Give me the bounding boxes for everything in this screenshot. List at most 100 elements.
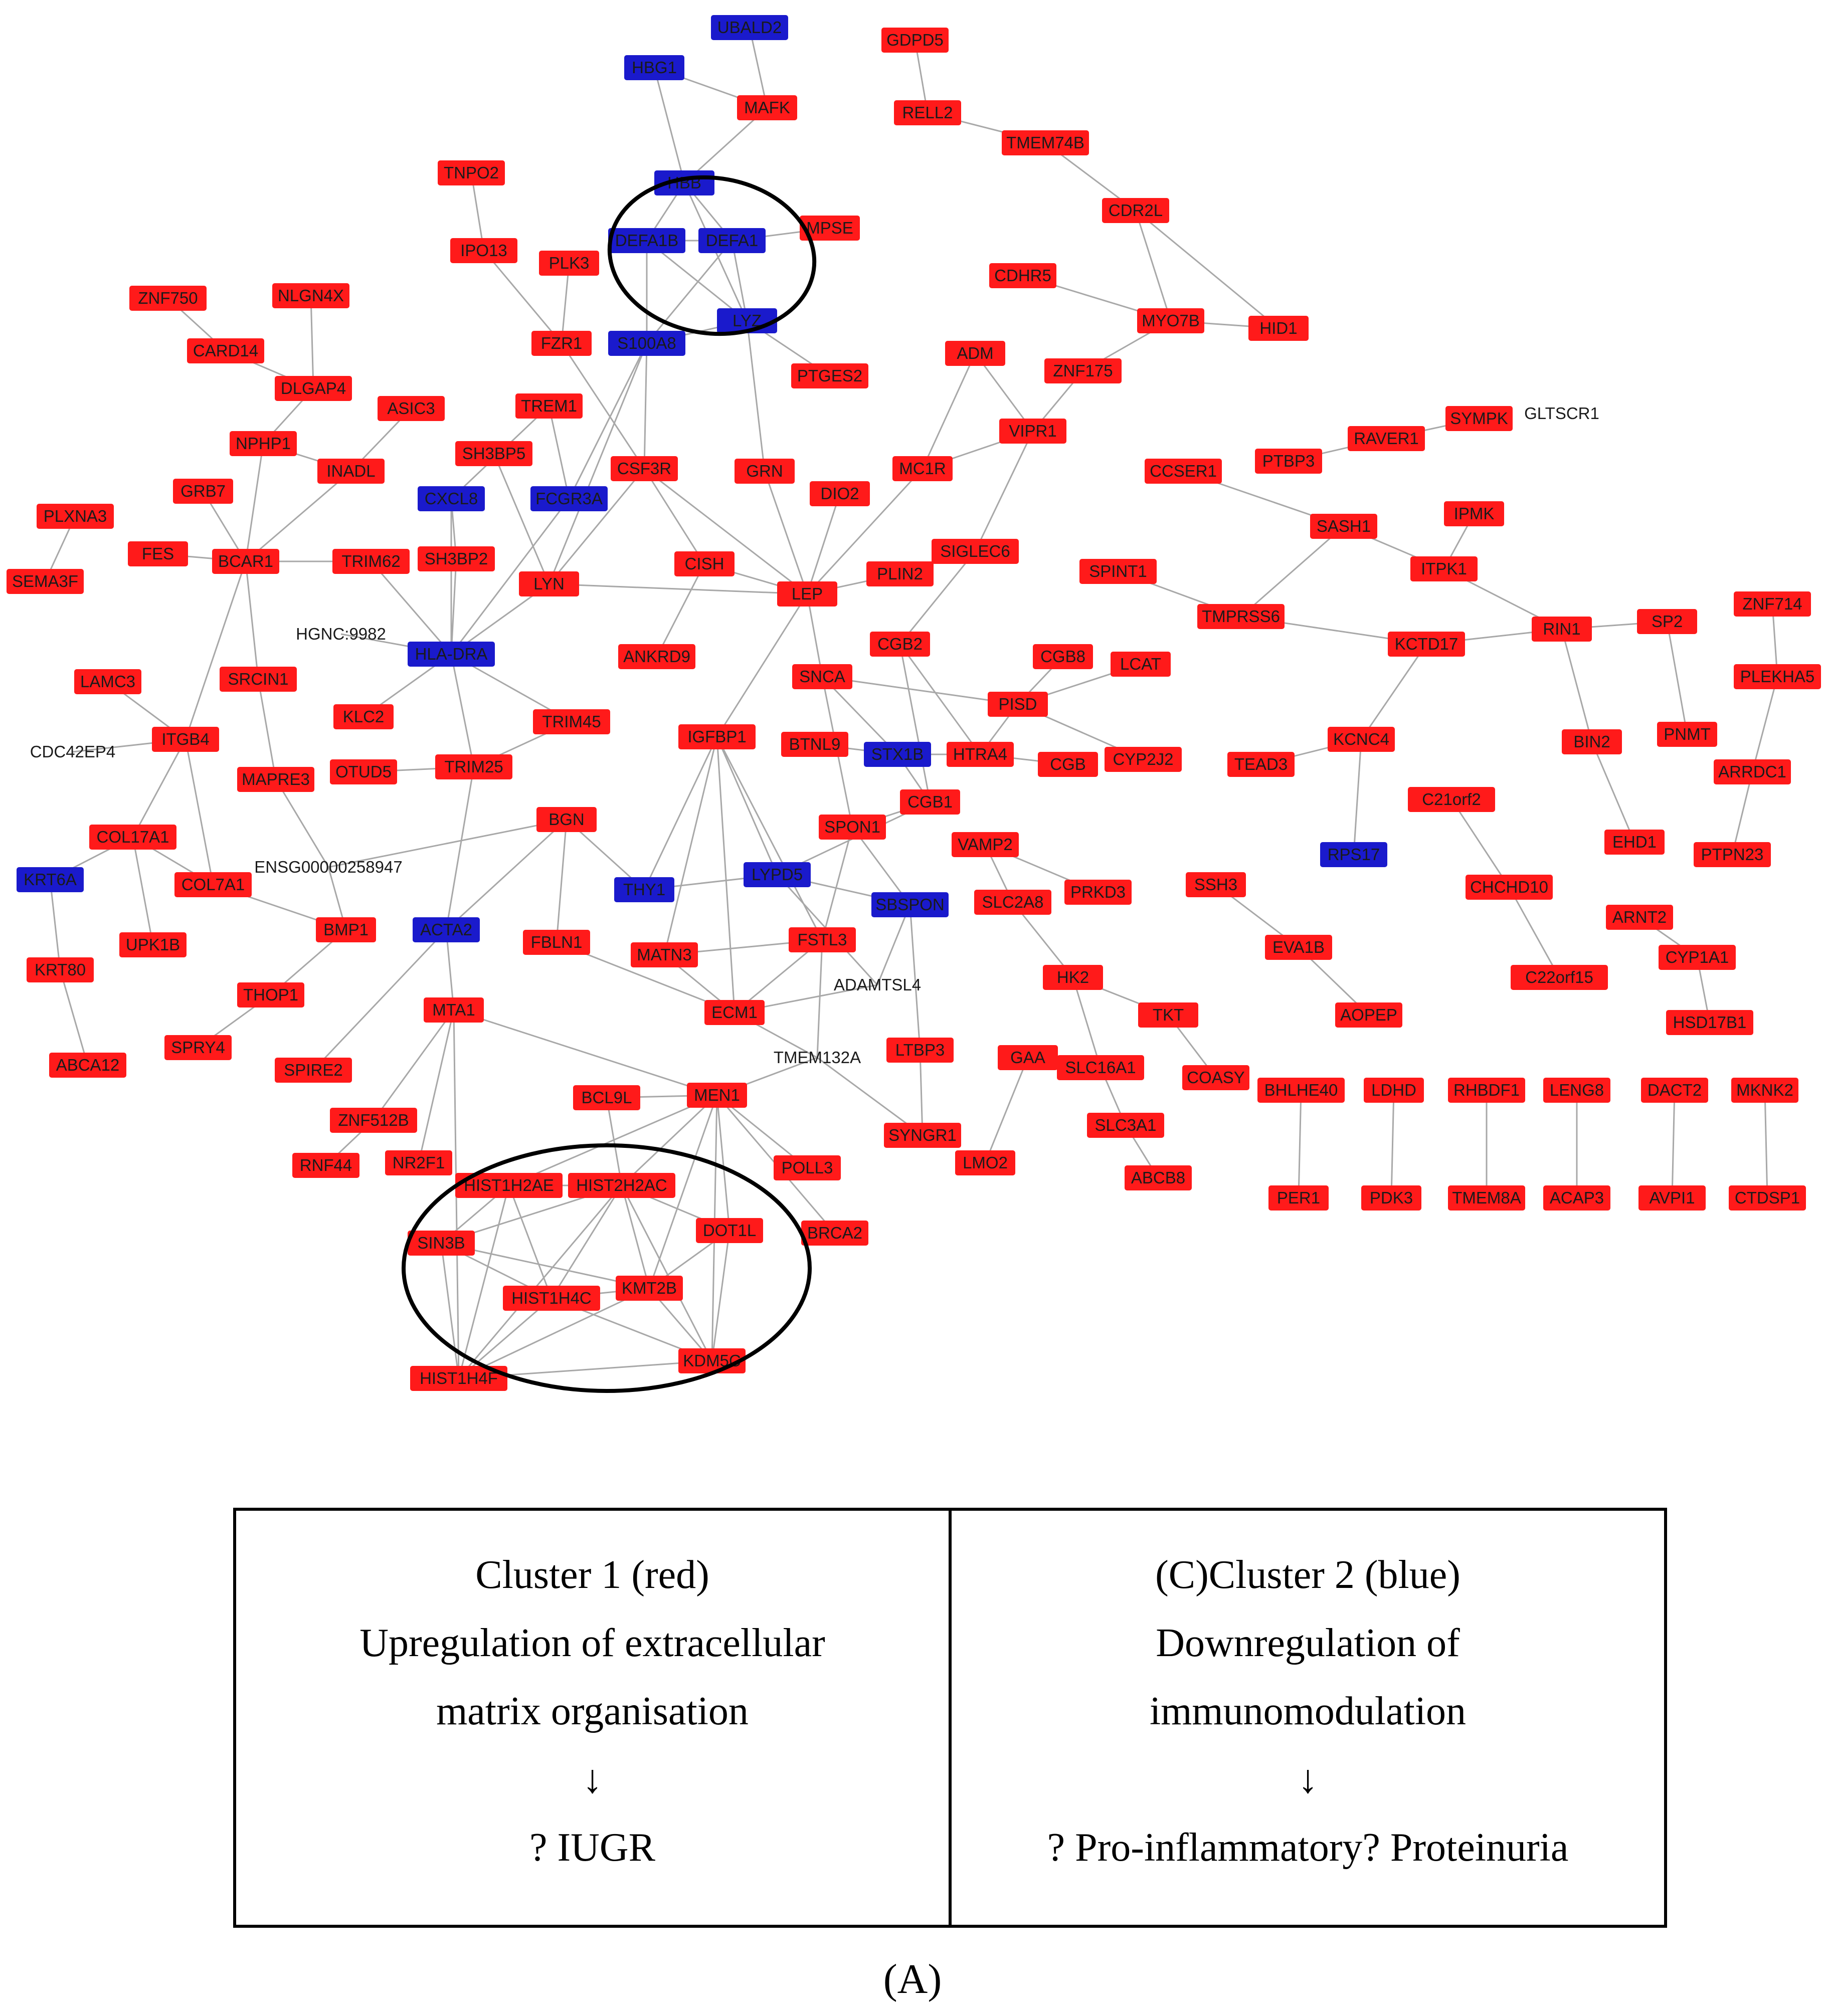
node-box [173,479,233,504]
node-box [1310,514,1377,539]
node-label: LDHD [1371,1081,1416,1099]
node-label: MTA1 [432,1000,475,1019]
node-label: C21orf2 [1422,790,1481,809]
node-per1: PER1 [1268,1185,1329,1211]
node-acap3: ACAP3 [1543,1185,1610,1211]
node-label: ADM [957,344,993,362]
node-label: CDHR5 [994,266,1051,285]
node-mta1: MTA1 [424,997,484,1023]
node-arrdc1: ARRDC1 [1714,759,1791,784]
node-box [932,539,1019,564]
node-box [74,669,141,694]
node-box [624,55,684,80]
node-box [292,1153,359,1178]
edge-spon1-fstl3 [821,827,853,940]
node-box [272,283,349,308]
node-bcar1: BCAR1 [212,549,279,574]
node-label: LMO2 [963,1153,1008,1172]
edge-mta1-znf512b [373,1010,455,1121]
node-label: ABCB8 [1131,1168,1185,1187]
node-label: KRT80 [35,960,86,979]
node-csf3r: CSF3R [611,456,678,481]
node-ubald2: UBALD2 [711,15,788,40]
node-label: TKT [1153,1005,1184,1024]
node-itgb4: ITGB4 [152,727,219,752]
node-box [1125,1165,1192,1190]
node-box [1606,905,1673,930]
node-sbspon: SBSPON [871,892,949,917]
node-label: PTGES2 [797,366,862,385]
node-sh3bp5: SH3BP5 [455,441,532,466]
node-cxcl8: CXCL8 [418,486,485,511]
edge-men1-dot1l [716,1095,731,1231]
node-label: ZNF512B [338,1111,409,1129]
cluster2-line2: immunomodulation [1149,1689,1467,1733]
node-box [608,331,685,356]
node-box [237,982,304,1007]
node-sema3f: SEMA3F [7,569,84,594]
node-mapre3: MAPRE3 [237,767,314,792]
node-label: ITPK1 [1421,559,1467,578]
edge-hist2h2ac-kdm5c [621,1185,713,1361]
node-label: CSF3R [617,459,671,478]
node-label: RELL2 [902,103,953,122]
node-box [871,892,949,917]
node-box [999,419,1066,444]
node-pisd: PISD [988,692,1048,717]
node-box [17,867,84,892]
edge-csf3r-cish [643,468,705,564]
node-box [1361,1185,1421,1211]
panel-label: (A) [883,1956,942,2002]
node-label: KLC2 [343,707,385,726]
edge-snca-pisd [822,676,1018,705]
node-label: ARNT2 [1612,908,1667,926]
node-box [1335,1002,1402,1028]
node-label: SEMA3F [12,572,78,590]
node-abca12: ABCA12 [49,1053,126,1078]
node-cgb: CGB [1038,752,1098,777]
node-men1: MEN1 [687,1083,747,1108]
node-label: FBLN1 [531,933,583,951]
edge-sash1-tmprss6 [1240,525,1344,618]
node-label: HIST1H2AE [464,1176,554,1194]
node-box [7,569,84,594]
node-cgb2: CGB2 [870,632,930,657]
edge-cdr2l-hid1 [1135,210,1279,329]
node-label: ZNF714 [1742,594,1802,613]
node-label: CGB8 [1040,647,1085,666]
node-spint1: SPINT1 [1079,559,1157,584]
edge-s100a8-csf3r [643,343,648,469]
node-gdpd5: GDPD5 [881,28,949,53]
node-box [37,504,114,529]
node-tmem132a: TMEM132A [774,1048,861,1067]
node-box [539,251,599,276]
node-plekha5: PLEKHA5 [1734,664,1821,689]
node-eva1b: EVA1B [1265,935,1332,960]
node-box [687,1083,747,1108]
cluster2-arrow: ↓ [1298,1757,1318,1801]
node-box [631,942,698,967]
edge-cgb2-htra4 [899,644,981,755]
edge-men1-hist2h2ac [621,1094,718,1186]
node-box [1445,406,1513,431]
node-ankrd9: ANKRD9 [618,644,695,669]
edge-sbspon-ltbp3 [909,904,921,1051]
node-bhlhe40: BHLHE40 [1257,1078,1345,1103]
edge-nlgn4x-dlgap4 [310,295,314,389]
node-ptpn23: PTPN23 [1694,842,1771,867]
node-box [1466,875,1553,900]
node-box [385,1150,452,1175]
node-lep: LEP [777,581,837,607]
node-brca2: BRCA2 [801,1221,868,1246]
node-label: VAMP2 [958,835,1012,854]
node-vamp2: VAMP2 [952,832,1019,857]
edge-kctd17-kcnc4 [1360,644,1427,740]
node-box [952,832,1019,857]
node-label: CGB2 [877,635,923,653]
node-box [800,216,860,241]
node-box [424,997,484,1023]
node-ctdsp1: CTDSP1 [1729,1185,1806,1211]
node-box [1248,316,1309,341]
edge-tmem132a-syngr1 [817,1057,923,1136]
node-box [1033,644,1093,669]
